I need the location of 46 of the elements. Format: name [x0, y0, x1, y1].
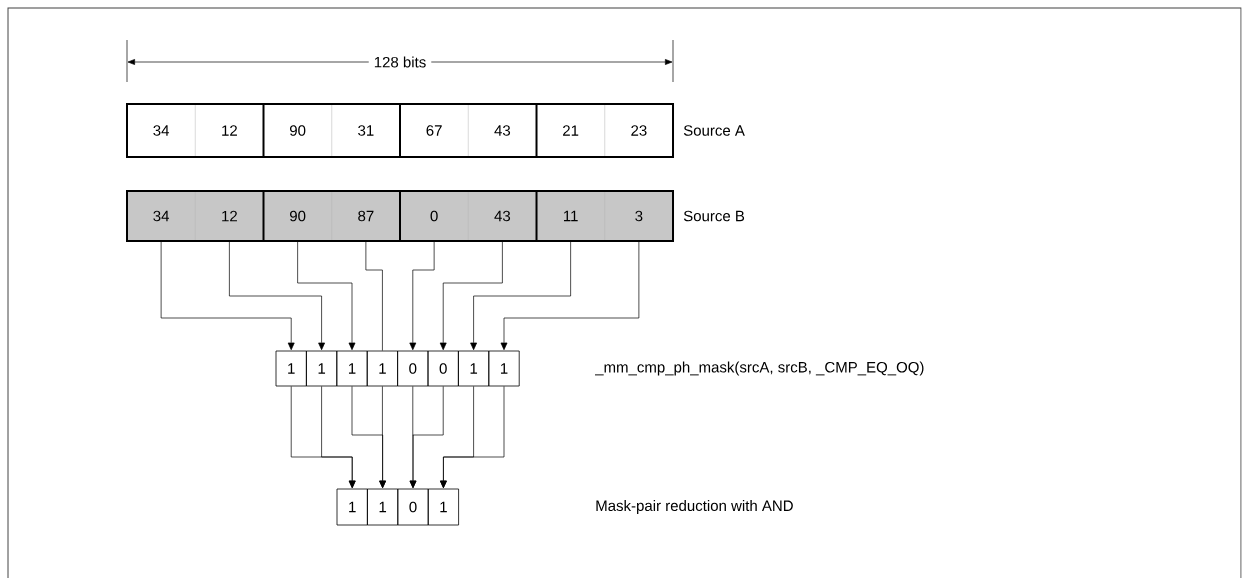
mask-bit-cell: 1	[488, 350, 520, 387]
register-cell: 31	[358, 125, 374, 136]
register-cell: 21	[563, 125, 579, 136]
connector-arrow	[229, 240, 325, 351]
connector-arrow	[379, 386, 386, 489]
mask-bit-cell: 1	[306, 350, 338, 387]
operation-label: Mask-pair reduction with AND	[596, 500, 793, 514]
mask-bit-cell: 0	[427, 350, 459, 387]
connector-arrow	[297, 240, 356, 351]
connector-arrow	[440, 386, 505, 489]
connector-arrow	[409, 386, 444, 489]
connector-arrow	[160, 240, 295, 351]
connector-arrow	[500, 240, 640, 351]
register-cell: 12	[222, 125, 237, 136]
register-cell: 12	[222, 210, 237, 222]
dimension-label: 128 bits	[368, 55, 432, 69]
connector-arrow	[321, 386, 356, 489]
mask-bit-cell: 1	[427, 488, 459, 526]
mask-bit-cell: 1	[336, 350, 368, 387]
operation-label: _mm_cmp_ph_mask(srcA, srcB, _CMP_EQ_OQ)	[595, 361, 924, 376]
register-cell: 23	[631, 125, 647, 136]
mask-bit-cell: 0	[397, 350, 429, 387]
register-cell: 67	[426, 125, 442, 136]
register-cell: 3	[635, 210, 643, 222]
mask-bit-cell: 1	[336, 488, 368, 526]
register-bar	[126, 190, 674, 242]
connector-arrow	[409, 240, 435, 351]
mask-bit-cell: 1	[367, 488, 399, 526]
register-cell: 87	[358, 210, 374, 222]
mask-bit-cell: 1	[458, 350, 490, 387]
mask-bit-cell: 1	[275, 350, 307, 387]
register-cell: 0	[430, 210, 438, 222]
register-bar	[126, 103, 674, 158]
connector-arrow	[470, 240, 571, 351]
register-cell: 90	[290, 125, 306, 136]
register-cell: 34	[153, 210, 170, 222]
row-label: Source B	[683, 210, 745, 222]
mask-bit-cell: 0	[397, 488, 429, 526]
row-label: Source A	[683, 125, 745, 136]
register-cell: 43	[494, 210, 511, 222]
register-cell: 11	[564, 210, 578, 222]
register-cell: 43	[494, 125, 511, 136]
mask-bit-cell: 1	[366, 350, 398, 387]
register-cell: 34	[153, 125, 170, 136]
connector-arrow	[439, 240, 503, 351]
register-cell: 90	[290, 210, 306, 222]
